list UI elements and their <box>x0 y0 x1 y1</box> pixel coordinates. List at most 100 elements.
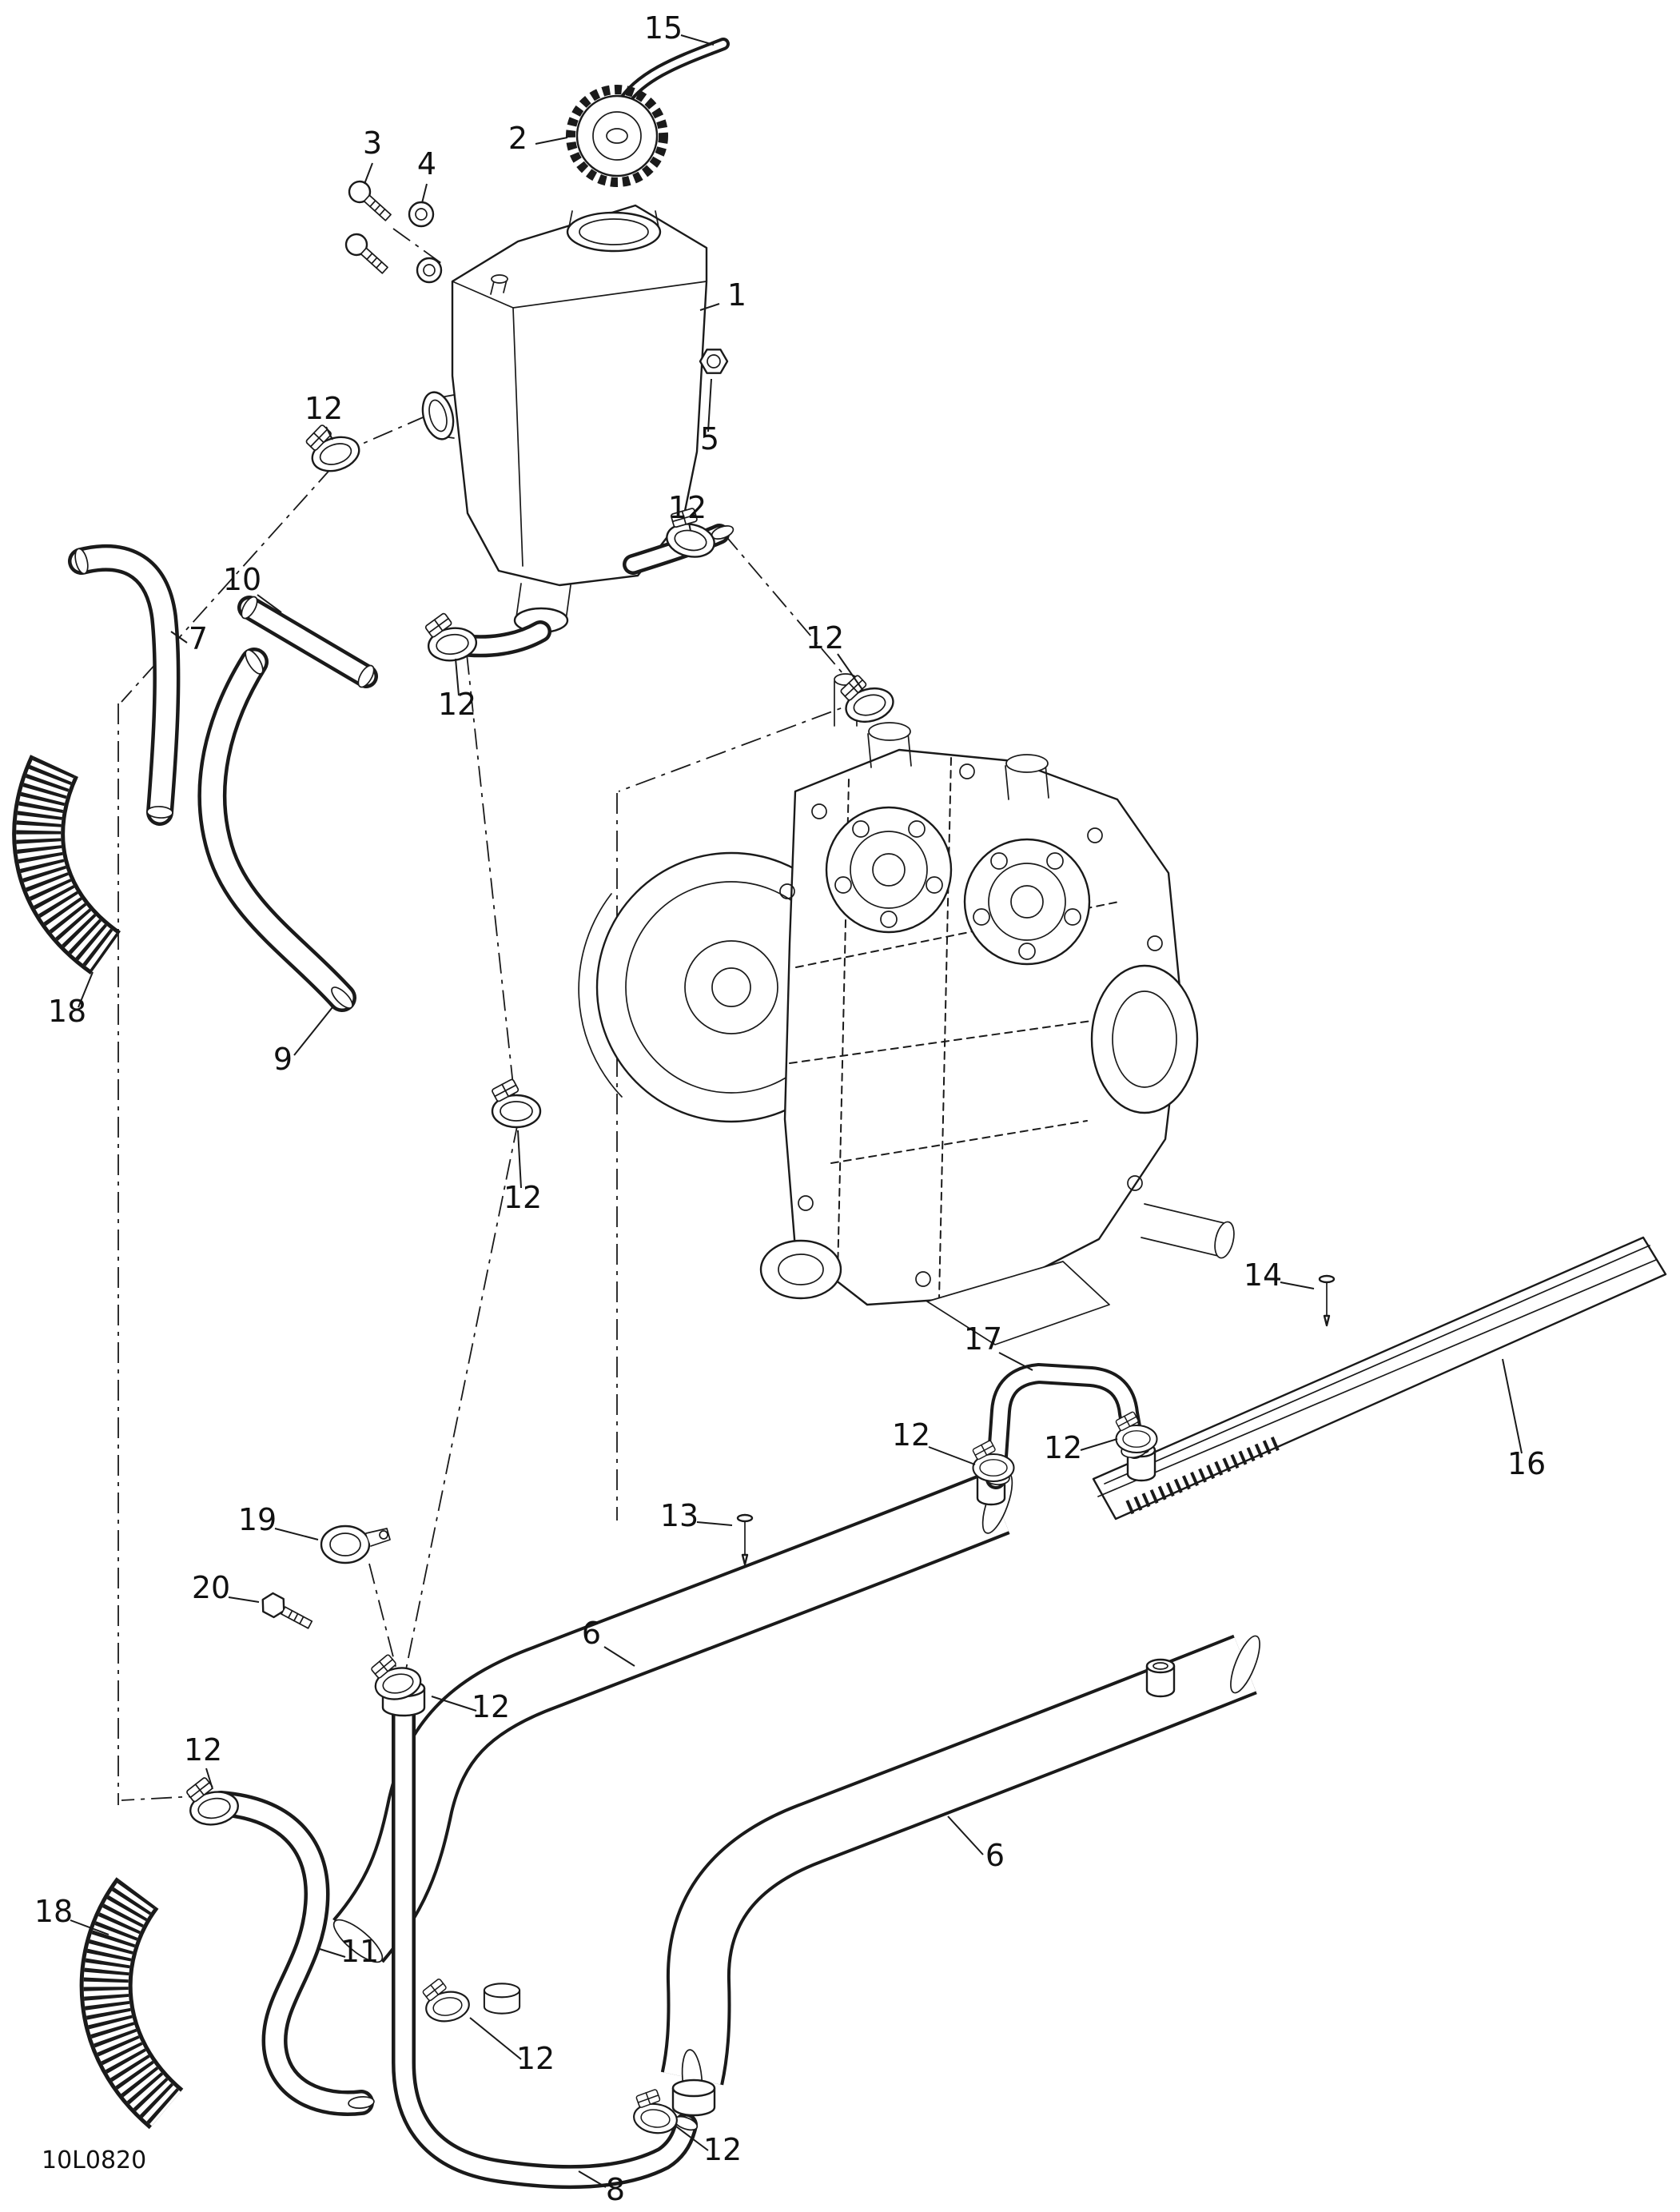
callout-10: 10 <box>223 562 282 613</box>
hex-nut-5 <box>699 349 729 374</box>
figure-code: 10L0820 <box>42 2146 146 2174</box>
svg-text:7: 7 <box>189 621 208 656</box>
svg-text:12: 12 <box>305 391 343 426</box>
callout-12-g: 12 <box>1044 1430 1118 1465</box>
serrated-edge <box>1125 1435 1282 1515</box>
svg-text:12: 12 <box>184 1732 222 1768</box>
svg-text:1: 1 <box>727 277 746 313</box>
callout-19: 19 <box>238 1502 319 1540</box>
tank-side-spout <box>421 391 455 440</box>
callout-6-b: 6 <box>947 1815 1005 1873</box>
svg-text:12: 12 <box>668 490 707 525</box>
callout-20: 20 <box>192 1570 260 1605</box>
callout-18-a: 18 <box>48 971 94 1029</box>
svg-text:17: 17 <box>964 1321 1002 1357</box>
svg-text:8: 8 <box>606 2172 625 2207</box>
breather-nipple <box>491 274 508 284</box>
svg-text:18: 18 <box>48 994 86 1029</box>
corrugated-conduit-lower <box>79 1877 184 2130</box>
svg-text:2: 2 <box>508 121 527 156</box>
svg-text:14: 14 <box>1244 1257 1282 1293</box>
svg-text:11: 11 <box>340 1934 379 1969</box>
svg-text:12: 12 <box>472 1689 510 1724</box>
svg-text:9: 9 <box>273 1042 293 1077</box>
callout-12-e: 12 <box>504 1130 542 1215</box>
callout-3: 3 <box>363 126 382 185</box>
callout-14: 14 <box>1244 1257 1315 1293</box>
callouts: 15 2 3 4 1 5 12 12 <box>34 10 1546 2207</box>
svg-text:10: 10 <box>223 562 261 597</box>
callout-12-a: 12 <box>305 391 343 440</box>
hose-clamp <box>490 1078 542 1129</box>
corrugated-conduit-upper <box>12 755 121 974</box>
callout-12-j: 12 <box>469 2017 555 2076</box>
callout-12-b: 12 <box>668 490 707 532</box>
hose-clamp <box>420 1973 472 2026</box>
pin-14 <box>1318 1274 1336 1327</box>
hose-clamp <box>183 1771 242 1830</box>
callout-7: 7 <box>170 621 208 656</box>
callout-8: 8 <box>578 2170 625 2207</box>
screw-20 <box>261 1592 313 1629</box>
exchanger-fitting <box>1145 1658 1176 1698</box>
callout-12-k: 12 <box>675 2126 742 2167</box>
callout-9: 9 <box>273 1006 333 1077</box>
svg-text:19: 19 <box>238 1502 277 1537</box>
callout-1: 1 <box>699 277 746 313</box>
svg-text:12: 12 <box>892 1417 930 1453</box>
svg-text:18: 18 <box>34 1894 73 1929</box>
svg-text:12: 12 <box>703 2132 742 2167</box>
engine <box>578 673 1235 1345</box>
callout-4: 4 <box>417 146 436 204</box>
washer-4a <box>408 201 435 228</box>
cylinder-head <box>825 806 953 934</box>
coupler-ring <box>483 1983 521 2015</box>
callout-12-d: 12 <box>806 620 864 691</box>
svg-text:3: 3 <box>363 126 382 161</box>
callout-16: 16 <box>1502 1358 1546 1481</box>
callout-11: 11 <box>319 1934 379 1969</box>
cylinder-head <box>963 838 1091 966</box>
heat-exchanger-6-lower <box>660 1634 1260 2108</box>
svg-text:12: 12 <box>1044 1430 1082 1465</box>
pin-13 <box>736 1513 754 1566</box>
output-shaft <box>1214 1221 1235 1259</box>
hose-7 <box>68 544 181 826</box>
svg-text:6: 6 <box>985 1838 1005 1873</box>
callout-17: 17 <box>964 1321 1033 1371</box>
svg-text:5: 5 <box>700 421 719 456</box>
coolant-tank <box>421 204 708 634</box>
hose-clamp <box>1114 1410 1158 1454</box>
svg-text:15: 15 <box>644 10 683 46</box>
heat-exchanger-16 <box>1092 1236 1667 1521</box>
hose-9 <box>197 648 356 1012</box>
screw-3b <box>344 233 388 274</box>
callout-12-h: 12 <box>431 1689 510 1724</box>
hose-10 <box>237 596 378 688</box>
screw-3a <box>348 180 392 221</box>
svg-text:6: 6 <box>582 1616 601 1651</box>
svg-text:4: 4 <box>417 146 436 181</box>
pressure-cap <box>566 85 668 187</box>
svg-text:13: 13 <box>660 1498 699 1533</box>
callout-6-a: 6 <box>582 1616 635 1667</box>
callout-18-b: 18 <box>34 1894 109 1935</box>
coupler-ring <box>671 2078 716 2117</box>
clamp-bracket-19 <box>320 1524 391 1564</box>
callout-2: 2 <box>508 121 568 156</box>
svg-text:12: 12 <box>516 2041 555 2076</box>
svg-text:12: 12 <box>504 1180 542 1215</box>
callout-12-f: 12 <box>892 1417 976 1465</box>
washer-4b <box>416 257 443 284</box>
callout-12-i: 12 <box>184 1732 222 1790</box>
callout-13: 13 <box>660 1498 733 1533</box>
svg-text:20: 20 <box>192 1570 230 1605</box>
knurled-edge <box>566 85 668 187</box>
callout-5: 5 <box>700 378 719 456</box>
svg-text:12: 12 <box>806 620 844 656</box>
callout-12-c: 12 <box>438 658 476 722</box>
svg-text:16: 16 <box>1507 1446 1546 1481</box>
svg-text:12: 12 <box>438 687 476 722</box>
